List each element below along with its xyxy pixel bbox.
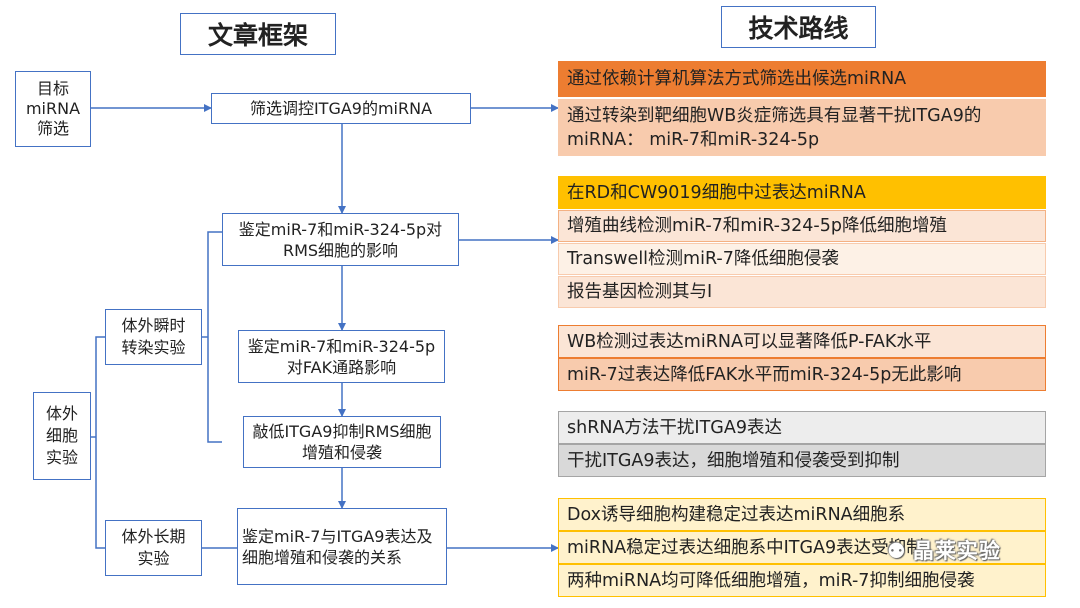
technique-item: shRNA方法干扰ITGA9表达: [558, 411, 1046, 444]
technique-item: miR-7过表达降低FAK水平而miR-324-5p无此影响: [558, 358, 1046, 391]
box-invitro-cell-experiment: 体外 细胞 实验: [33, 392, 91, 480]
center-box-itga9-knockdown: 敲低ITGA9抑制RMS细胞增殖和侵袭: [243, 416, 441, 468]
box-longterm-experiment: 体外长期 实验: [105, 520, 202, 576]
header-framework: 文章框架: [180, 13, 336, 55]
box-transient-transfection: 体外瞬时 转染实验: [105, 309, 202, 365]
technique-item: 两种miRNA均可降低细胞增殖，miR-7抑制细胞侵袭: [558, 564, 1046, 597]
technique-item: 增殖曲线检测miR-7和miR-324-5p降低细胞增殖: [558, 210, 1046, 242]
technique-item: 在RD和CW9019细胞中过表达miRNA: [558, 176, 1046, 209]
technique-item: 报告基因检测其与I: [558, 276, 1046, 308]
watermark: ⚉晶莱实验: [887, 539, 1001, 563]
technique-item: 通过转染到靶细胞WB炎症筛选具有显著干扰ITGA9的miRNA： miR-7和m…: [558, 99, 1046, 156]
technique-item: 干扰ITGA9表达，细胞增殖和侵袭受到抑制: [558, 444, 1046, 477]
technique-item: WB检测过表达miRNA可以显著降低P-FAK水平: [558, 325, 1046, 358]
bracket-transient: [207, 231, 222, 443]
header-route: 技术路线: [721, 6, 876, 48]
center-box-rms-effect: 鉴定miR-7和miR-324-5p对RMS细胞的影响: [222, 213, 459, 266]
technique-item: Dox诱导细胞构建稳定过表达miRNA细胞系: [558, 498, 1046, 531]
center-box-fak-pathway: 鉴定miR-7和miR-324-5p对FAK通路影响: [238, 330, 445, 383]
center-box-mir7-itga9-relation: 鉴定miR-7与ITGA9表达及细胞增殖和侵袭的关系: [237, 508, 447, 585]
technique-item: Transwell检测miR-7降低细胞侵袭: [558, 243, 1046, 275]
technique-item: 通过依赖计算机算法方式筛选出候选miRNA: [558, 61, 1046, 97]
technique-item: miRNA稳定过表达细胞系中ITGA9表达受抑制: [558, 531, 1046, 564]
box-target-mirna-screening: 目标 miRNA 筛选: [15, 71, 91, 147]
bracket-invitro: [95, 336, 105, 549]
center-box-screen-mirna: 筛选调控ITGA9的miRNA: [211, 93, 471, 124]
wechat-icon: ⚉: [887, 539, 907, 563]
